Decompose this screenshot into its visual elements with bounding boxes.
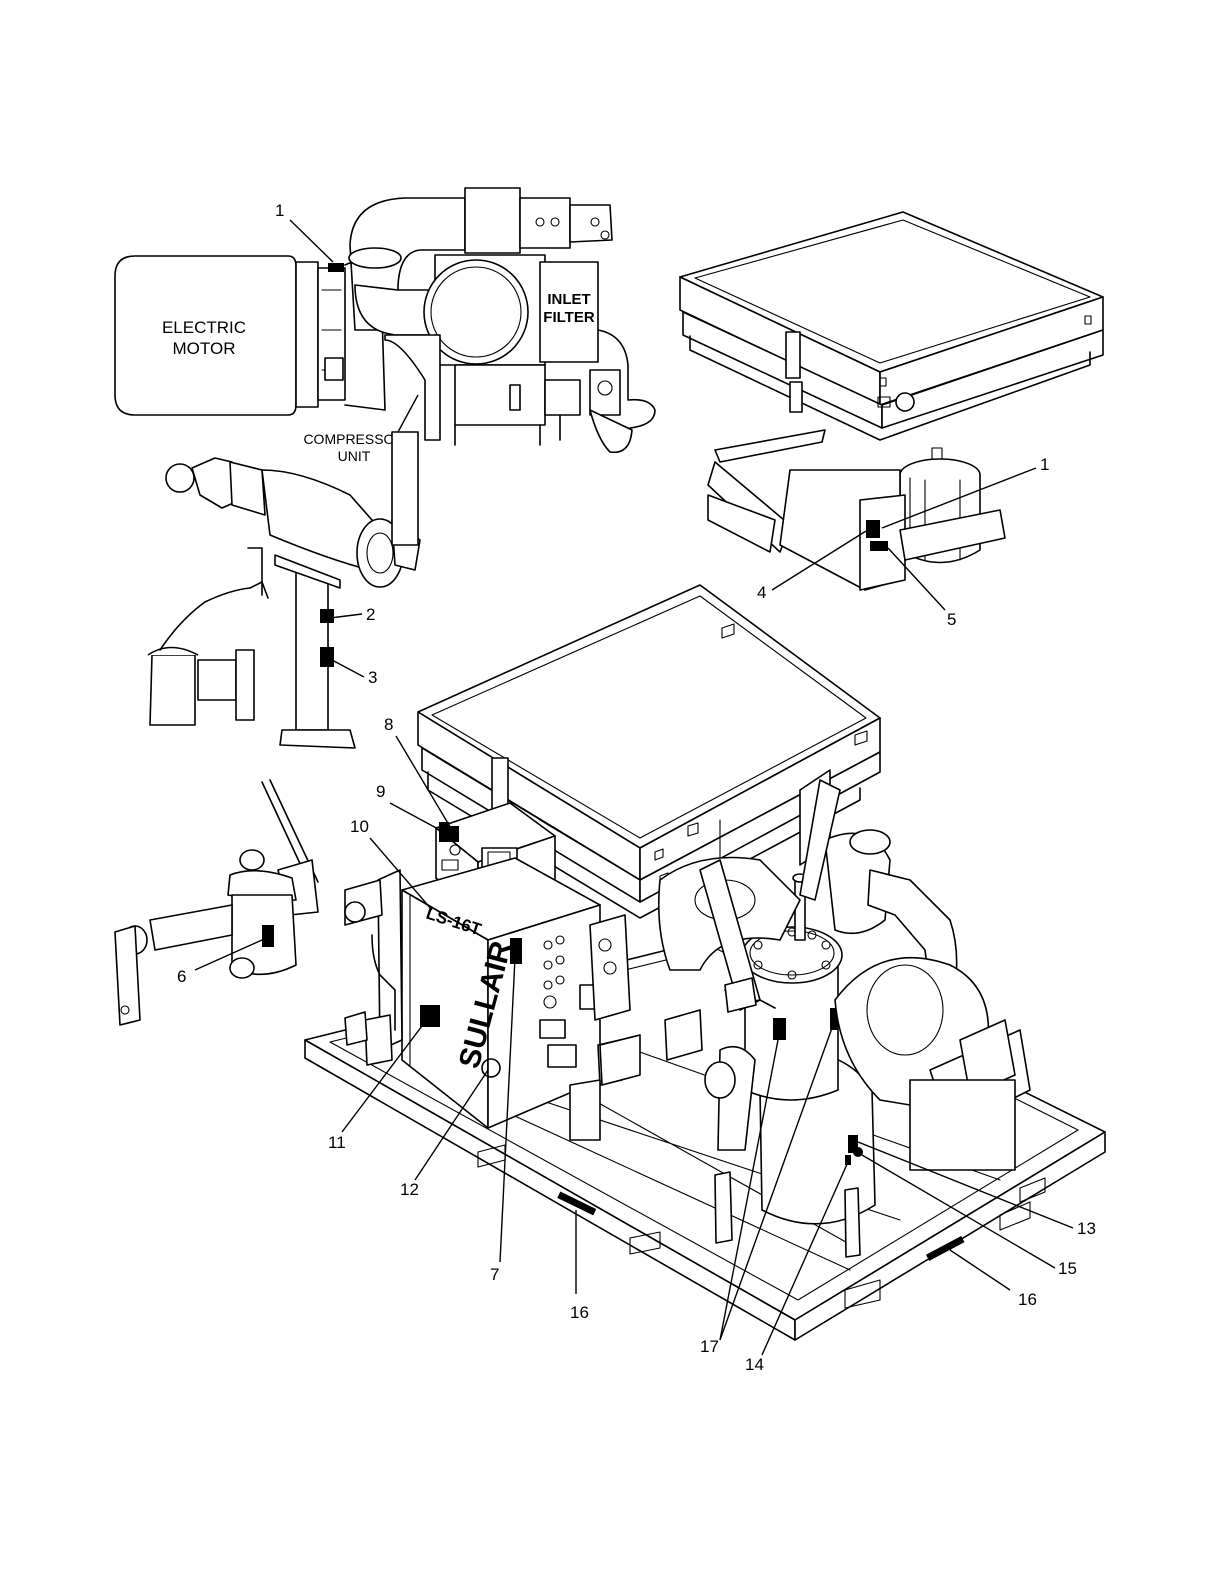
callout-12: 12 xyxy=(400,1180,419,1199)
decal-6-trap xyxy=(262,925,274,947)
callout-13: 13 xyxy=(1077,1219,1096,1238)
cooler-fan-view xyxy=(680,212,1103,590)
callout-6: 6 xyxy=(177,967,186,986)
electric-motor-label-1: ELECTRIC xyxy=(162,318,246,337)
callout-4: 4 xyxy=(757,583,766,602)
decal-9-control-box xyxy=(439,822,449,842)
decal-7-enclosure xyxy=(510,938,522,964)
decal-3-stand xyxy=(320,647,334,667)
callout-10: 10 xyxy=(350,817,369,836)
decal-2-stand xyxy=(320,609,334,623)
callout-7: 7 xyxy=(490,1265,499,1284)
callout-1-top-right: 1 xyxy=(1040,455,1049,474)
callout-1-top-left: 1 xyxy=(275,201,284,220)
callout-5: 5 xyxy=(947,610,956,629)
inlet-filter-label-2: FILTER xyxy=(543,309,595,326)
callout-11: 11 xyxy=(328,1133,346,1152)
callout-3: 3 xyxy=(368,668,377,687)
callout-9: 9 xyxy=(376,782,385,801)
callout-8: 8 xyxy=(384,715,393,734)
callout-17: 17 xyxy=(700,1337,719,1356)
callout-2: 2 xyxy=(366,605,375,624)
electric-motor-label-2: MOTOR xyxy=(173,339,236,358)
decal-15-tank xyxy=(853,1147,863,1157)
decal-5-fan xyxy=(870,541,888,551)
separator-stand-view xyxy=(148,432,420,748)
callout-16-left: 16 xyxy=(570,1303,589,1322)
inlet-filter-label-1: INLET xyxy=(547,291,590,308)
decal-1-motor xyxy=(328,263,344,272)
decal-4-fan xyxy=(866,520,880,538)
callout-14: 14 xyxy=(745,1355,764,1374)
decal-17-tank-left xyxy=(773,1018,786,1040)
callout-16-right: 16 xyxy=(1018,1290,1037,1309)
compressor-unit-label-2: UNIT xyxy=(338,448,371,464)
trap-view xyxy=(115,780,318,1025)
compressor-unit-label-1: COMPRESSOR xyxy=(303,431,404,447)
callout-15: 15 xyxy=(1058,1259,1077,1278)
motor-compressor-view: INLET FILTER ELECTRIC MOTOR COMPRESSOR U… xyxy=(115,188,655,464)
